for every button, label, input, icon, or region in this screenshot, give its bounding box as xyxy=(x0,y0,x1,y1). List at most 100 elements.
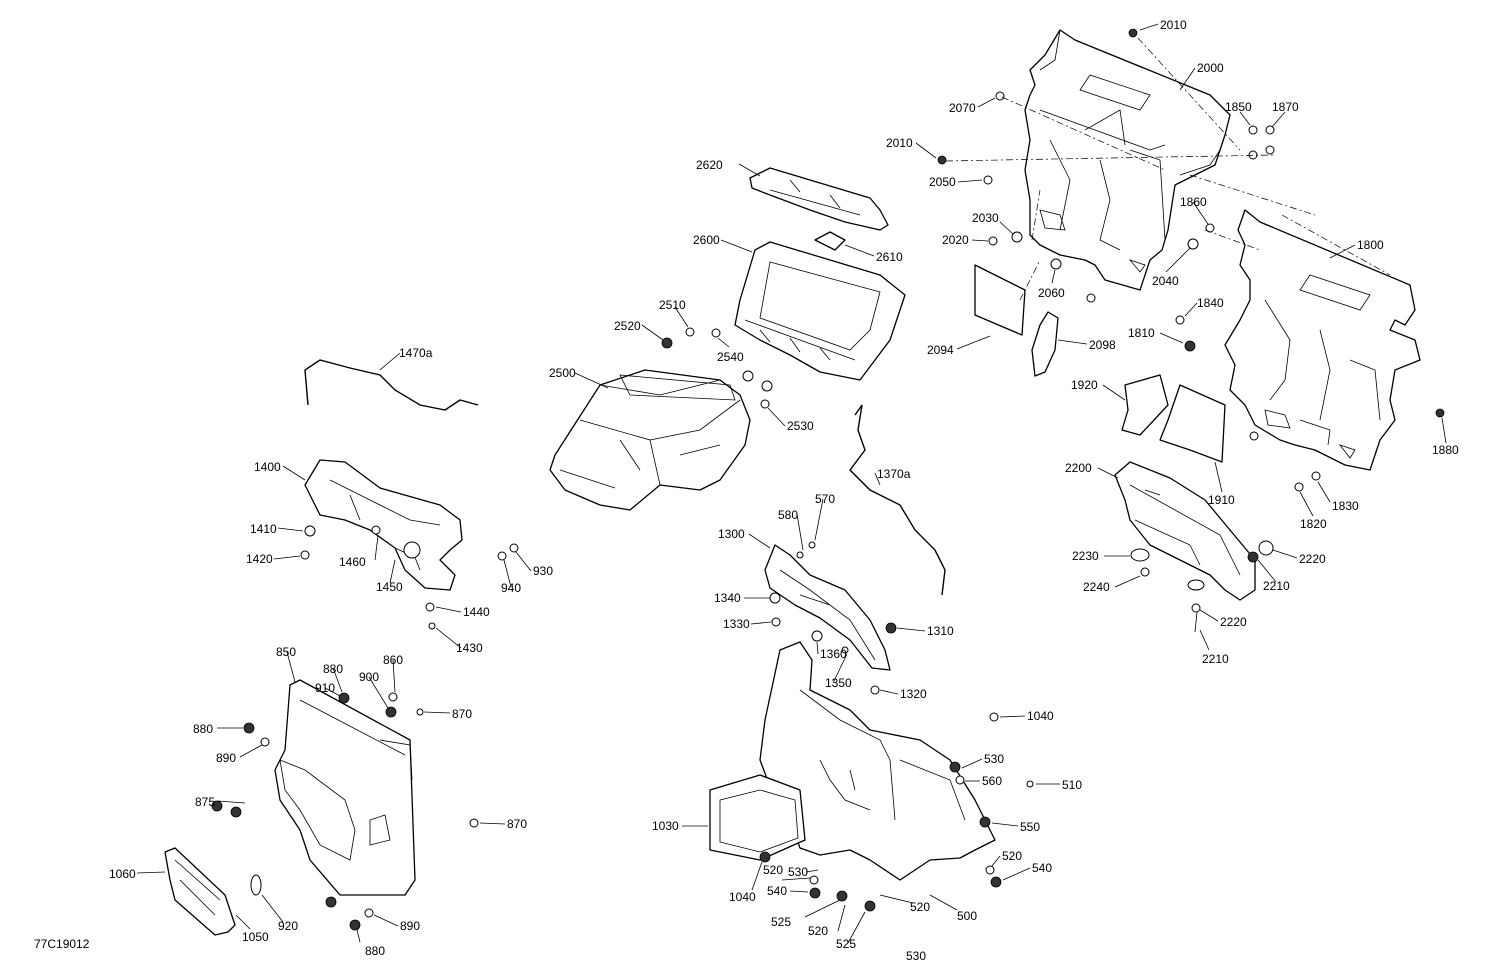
callout: 880 xyxy=(193,722,213,736)
callout: 2020 xyxy=(942,233,969,247)
callout: 540 xyxy=(767,884,787,898)
callout: 520 xyxy=(808,924,828,938)
callout: 920 xyxy=(278,919,298,933)
frame-2600 xyxy=(734,231,906,381)
callout: 2600 xyxy=(693,233,720,247)
callout: 2520 xyxy=(614,319,641,333)
callout: 520 xyxy=(910,900,930,914)
callout: 2530 xyxy=(787,419,814,433)
callout: 2610 xyxy=(876,250,903,264)
callout: 2070 xyxy=(949,101,976,115)
callout: 1850 xyxy=(1225,100,1252,114)
panel-2000 xyxy=(1024,29,1231,291)
callout: 2094 xyxy=(927,343,954,357)
callout: 1040 xyxy=(729,890,756,904)
callout: 2240 xyxy=(1083,580,1110,594)
callout: 2000 xyxy=(1197,61,1224,75)
callout: 2050 xyxy=(929,175,956,189)
callout: 1910 xyxy=(1208,493,1235,507)
callout: 2500 xyxy=(549,366,576,380)
callout: 2200 xyxy=(1065,461,1092,475)
callout-labels: 2010 2000 2070 1850 1870 2010 2050 1860 … xyxy=(109,18,1459,963)
callout: 560 xyxy=(982,774,1002,788)
callout: 1360 xyxy=(820,647,847,661)
callout: 530 xyxy=(906,949,926,963)
callout: 1040 xyxy=(1027,709,1054,723)
callout: 930 xyxy=(533,564,553,578)
mats xyxy=(974,264,1226,463)
mat-1910 xyxy=(1159,384,1226,463)
callout: 1920 xyxy=(1071,378,1098,392)
callout: 2060 xyxy=(1038,286,1065,300)
callout: 1420 xyxy=(246,552,273,566)
callout: 870 xyxy=(452,707,472,721)
callout: 530 xyxy=(788,865,808,879)
mat-2094 xyxy=(974,264,1026,336)
callout: 1450 xyxy=(376,580,403,594)
callout: 550 xyxy=(1020,820,1040,834)
housing-500 xyxy=(709,641,996,881)
callout: 1430 xyxy=(456,641,483,655)
callout: 570 xyxy=(815,492,835,506)
bracket-2200 xyxy=(1114,461,1256,601)
callout: 525 xyxy=(771,915,791,929)
callout: 2040 xyxy=(1152,274,1179,288)
callout: 2010 xyxy=(1160,18,1187,32)
callout: 850 xyxy=(276,645,296,659)
callout: 1800 xyxy=(1357,238,1384,252)
callout: 2540 xyxy=(717,350,744,364)
callout-leaders xyxy=(136,23,1447,944)
callout: 2030 xyxy=(972,211,999,225)
callout: 520 xyxy=(763,863,783,877)
gasket-1060-1050 xyxy=(164,847,262,936)
callout: 1440 xyxy=(463,605,490,619)
callout: 1870 xyxy=(1272,100,1299,114)
callout: 510 xyxy=(1062,778,1082,792)
callout: 1340 xyxy=(714,591,741,605)
bracket-1400 xyxy=(304,459,463,591)
callout: 1370a xyxy=(877,467,911,481)
callout: 860 xyxy=(383,653,403,667)
callout: 1860 xyxy=(1180,195,1207,209)
callout: 500 xyxy=(957,909,977,923)
callout: 910 xyxy=(315,681,335,695)
callout: 880 xyxy=(365,944,385,958)
callout: 880 xyxy=(323,662,343,676)
callout: 2098 xyxy=(1089,338,1116,352)
callout: 1330 xyxy=(723,617,750,631)
mat-1920 xyxy=(1121,374,1169,436)
callout: 2510 xyxy=(659,298,686,312)
callout: 2010 xyxy=(886,136,913,150)
callout: 525 xyxy=(836,937,856,951)
mat-2098 xyxy=(1031,311,1059,377)
callout: 1050 xyxy=(242,930,269,944)
callout: 2210 xyxy=(1263,579,1290,593)
panel-1800 xyxy=(1224,209,1421,471)
callout: 900 xyxy=(359,670,379,684)
hardware xyxy=(211,28,1445,931)
callout: 1820 xyxy=(1300,517,1327,531)
callout: 1410 xyxy=(250,522,277,536)
callout: 2220 xyxy=(1299,552,1326,566)
cover-2620 xyxy=(749,167,889,231)
callout: 540 xyxy=(1032,861,1052,875)
callout: 940 xyxy=(501,581,521,595)
callout: 1470a xyxy=(399,346,433,360)
callout: 2620 xyxy=(696,158,723,172)
callout: 580 xyxy=(778,508,798,522)
callout: 1350 xyxy=(825,676,852,690)
bracket-1300 xyxy=(764,544,891,671)
callout: 1880 xyxy=(1432,443,1459,457)
callout: 1310 xyxy=(927,624,954,638)
callout: 890 xyxy=(216,751,236,765)
callout: 1460 xyxy=(339,555,366,569)
callout: 1300 xyxy=(718,527,745,541)
callout: 2220 xyxy=(1220,615,1247,629)
callout: 1030 xyxy=(652,819,679,833)
callout: 520 xyxy=(1002,849,1022,863)
drawing-id: 77C19012 xyxy=(34,937,90,951)
callout: 1840 xyxy=(1197,296,1224,310)
callout: 870 xyxy=(507,817,527,831)
assembly-lines xyxy=(945,37,1391,301)
